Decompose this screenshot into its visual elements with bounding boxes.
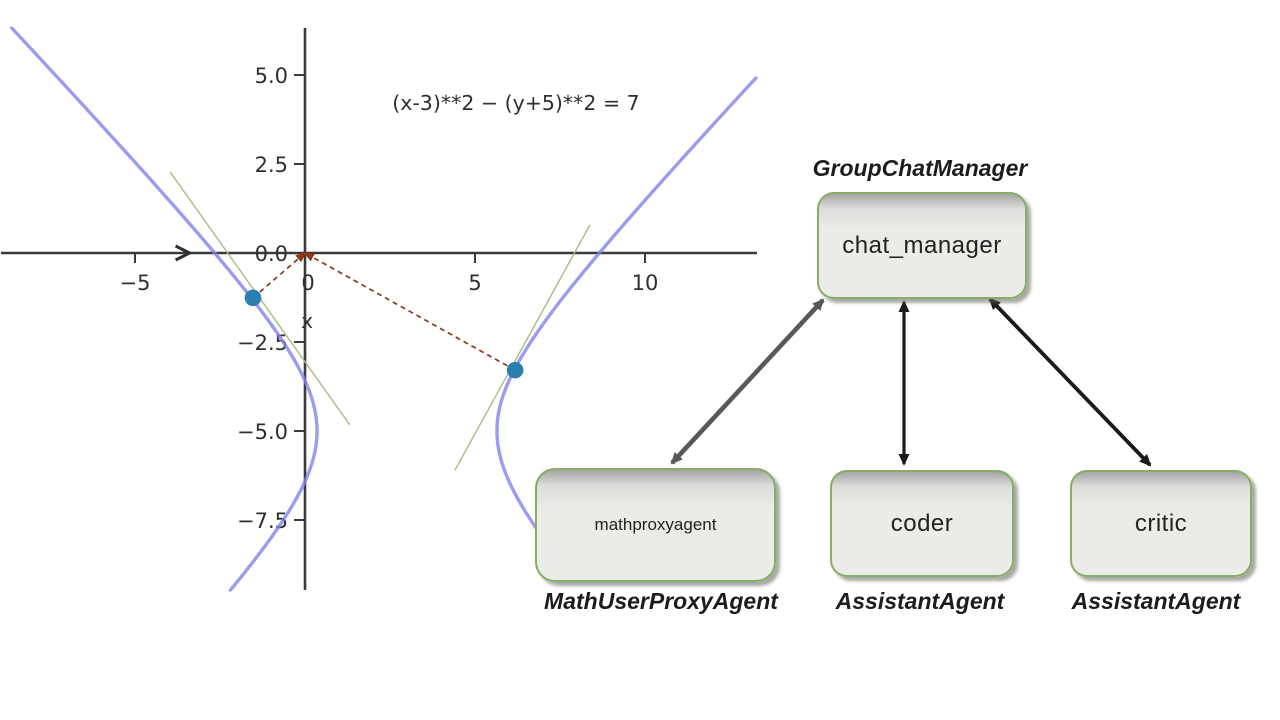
plot-title: (x-3)**2 − (y+5)**2 = 7 x: [301, 91, 640, 333]
svg-text:5: 5: [468, 271, 481, 295]
chat-manager-box: chat_manager: [817, 192, 1027, 299]
math-user-proxy-agent-title: MathUserProxyAgent: [544, 588, 778, 614]
svg-text:10: 10: [632, 271, 659, 295]
svg-text:−5: −5: [120, 271, 151, 295]
assistant-agent-critic-title: AssistantAgent: [1071, 588, 1241, 614]
assistant-agent-coder-title: AssistantAgent: [835, 588, 1005, 614]
mathproxyagent-box: mathproxyagent: [535, 468, 776, 582]
origin-arrows: [252, 251, 516, 371]
svg-text:0.0: 0.0: [255, 242, 288, 266]
manager-critic-arrow: [988, 297, 1152, 467]
coder-label: coder: [890, 509, 954, 537]
chat-manager-label: chat_manager: [842, 231, 1002, 259]
svg-text:2.5: 2.5: [255, 153, 288, 177]
tangent-points: [244, 289, 524, 379]
x-axis-arrow: [174, 244, 193, 262]
mathproxyagent-label: mathproxyagent: [594, 515, 717, 534]
svg-text:(x-3)**2 − (y+5)**2 = 7: (x-3)**2 − (y+5)**2 = 7: [392, 91, 639, 115]
svg-text:−5.0: −5.0: [237, 420, 288, 444]
hyperbola-curve: [9, 26, 758, 592]
manager-mathproxy-arrow: [670, 298, 825, 465]
coder-box: coder: [830, 470, 1014, 577]
critic-label: critic: [1134, 509, 1188, 537]
group-chat-manager-title: GroupChatManager: [812, 155, 1028, 181]
svg-text:−7.5: −7.5: [237, 509, 288, 533]
plot-axes: [1, 28, 757, 590]
svg-text:0: 0: [301, 271, 314, 295]
svg-text:5.0: 5.0: [255, 64, 288, 88]
critic-box: critic: [1070, 470, 1252, 577]
